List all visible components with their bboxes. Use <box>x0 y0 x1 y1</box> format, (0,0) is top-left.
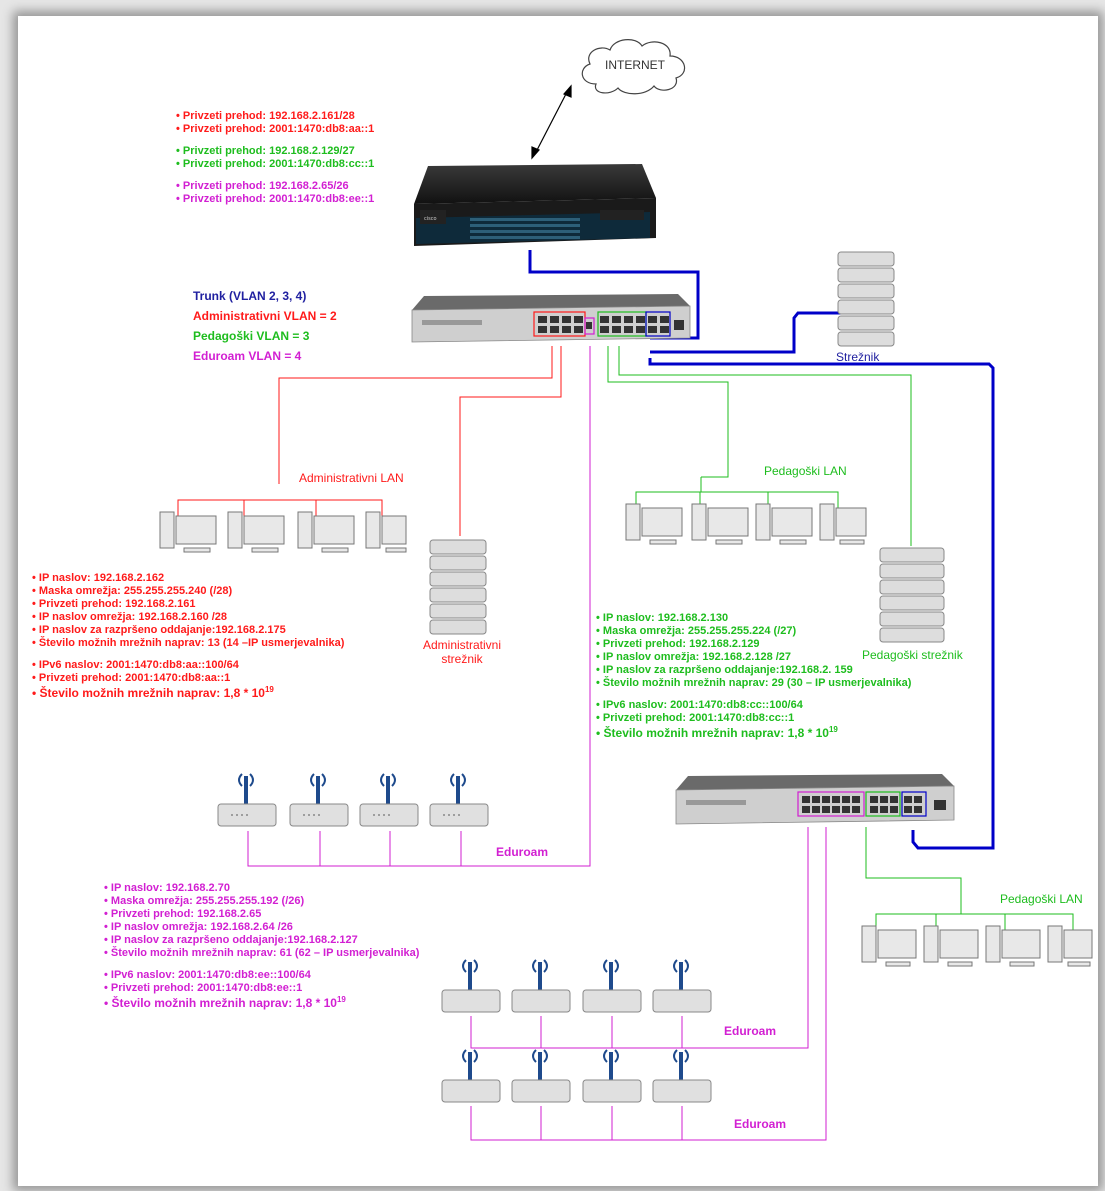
switch-icon <box>411 294 691 343</box>
admin-lan-label: Administrativni LAN <box>299 471 404 485</box>
eduroam-aps-2 <box>441 959 712 1013</box>
admin-server-label: Administrativni strežnik <box>422 638 502 666</box>
ped-lines <box>607 346 1074 930</box>
ped-pcs-2 <box>861 925 1093 967</box>
router-icon: cisco <box>414 164 656 246</box>
ped-info: • IP naslov: 192.168.2.130 • Maska omrež… <box>596 612 912 740</box>
admin-pcs <box>159 511 407 553</box>
ped-server-label: Pedagoški strežnik <box>862 648 963 662</box>
admin-lines <box>177 346 562 536</box>
ped-vlan-label: Pedagoški VLAN = 3 <box>193 329 310 343</box>
admin-info: • IP naslov: 192.168.2.162 • Maska omrež… <box>32 572 345 700</box>
internet-link <box>531 84 572 160</box>
edu-info: • IP naslov: 192.168.2.70 • Maska omrežj… <box>104 882 420 1010</box>
gateway-line: • Privzeti prehod: 2001:1470:db8:aa::1 <box>176 123 375 135</box>
connection-lines <box>177 84 1074 1141</box>
eduroam-label-3: Eduroam <box>734 1117 787 1131</box>
ped-lan-label: Pedagoški LAN <box>764 464 847 478</box>
switch-2-icon <box>675 774 955 825</box>
svg-text:cisco: cisco <box>424 216 437 222</box>
ped-lan-2-label: Pedagoški LAN <box>1000 892 1083 906</box>
admin-vlan-label: Administrativni VLAN = 2 <box>193 309 337 323</box>
router-gateways: • Privzeti prehod: 192.168.2.161/28 • Pr… <box>176 110 374 206</box>
ped-server-icon <box>879 547 945 643</box>
server-icon <box>837 251 895 347</box>
gateway-line: • Privzeti prehod: 192.168.2.65/26 <box>176 180 349 192</box>
eduroam-aps-1 <box>217 773 489 827</box>
eduroam-label-1: Eduroam <box>496 845 549 859</box>
gateway-line: • Privzeti prehod: 2001:1470:db8:cc::1 <box>176 158 375 170</box>
eduroam-label-2: Eduroam <box>724 1024 777 1038</box>
gateway-line: • Privzeti prehod: 2001:1470:db8:ee::1 <box>176 193 375 205</box>
edu-vlan-label: Eduroam VLAN = 4 <box>193 349 302 363</box>
server-label: Strežnik <box>836 350 880 364</box>
gateway-line: • Privzeti prehod: 192.168.2.129/27 <box>176 145 355 157</box>
ped-pcs <box>625 503 867 545</box>
eduroam-aps-3 <box>441 1049 712 1103</box>
internet-label: INTERNET <box>605 58 665 72</box>
internet-cloud-icon <box>581 39 686 95</box>
pc-icon <box>159 511 407 553</box>
eduroam-lines <box>247 346 827 1141</box>
admin-server-icon <box>429 539 487 635</box>
gateway-line: • Privzeti prehod: 192.168.2.161/28 <box>176 110 355 122</box>
trunk-label: Trunk (VLAN 2, 3, 4) <box>193 289 307 303</box>
network-diagram: INTERNET • Privzeti prehod: 192.168.2.16… <box>18 16 1098 1186</box>
